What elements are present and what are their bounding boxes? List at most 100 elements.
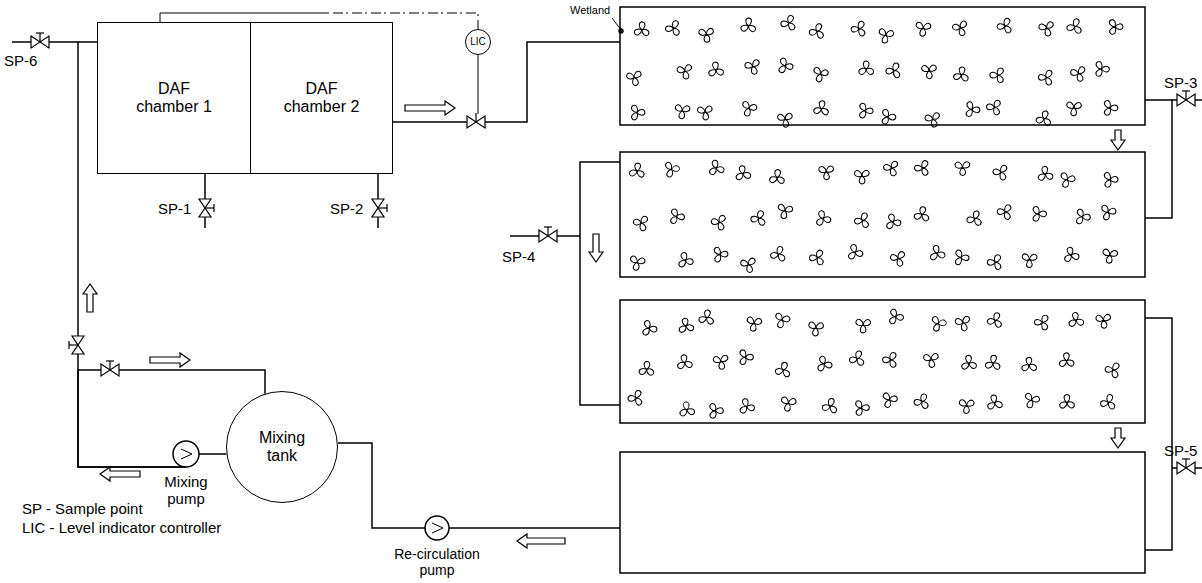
valve — [199, 199, 214, 217]
node-text: DAF chamber 2 — [277, 80, 367, 117]
plant-symbol — [1094, 309, 1115, 331]
plant-symbol — [778, 394, 799, 413]
pump: Mixing pump — [151, 439, 221, 508]
plant-symbol — [773, 360, 794, 380]
plant-symbol — [1056, 350, 1077, 371]
node-text: Mixing tank — [247, 429, 317, 466]
valve — [101, 361, 119, 376]
plant-symbol — [817, 161, 838, 183]
plant-symbol — [625, 70, 643, 86]
plant-symbol — [1056, 392, 1078, 414]
sample-point: SP-2 — [330, 200, 363, 217]
flow-arrow — [100, 467, 140, 481]
plant-symbol — [1018, 355, 1040, 377]
plant-symbol — [1099, 243, 1121, 265]
plant-symbol — [739, 17, 758, 35]
plant-symbol — [856, 58, 876, 79]
flow-arrow — [589, 234, 603, 262]
plant-symbol — [985, 251, 1007, 273]
wetland-cell — [620, 300, 1145, 423]
pipe-connector — [199, 453, 226, 455]
plant-symbol — [927, 313, 949, 334]
plant-symbol — [674, 352, 696, 374]
plant-symbol — [1099, 169, 1121, 190]
plant-symbol — [674, 249, 696, 271]
node-text: Re-circulation pump — [387, 546, 487, 578]
flow-arrow — [517, 534, 565, 548]
plant-symbol — [636, 359, 655, 380]
sample-point: SP-3 — [1164, 74, 1197, 91]
plant-symbol — [963, 100, 981, 120]
plant-symbol — [1056, 168, 1078, 190]
plant-symbol — [732, 163, 754, 185]
plant-symbol — [926, 242, 948, 264]
node-text: DAF chamber 1 — [129, 80, 219, 117]
plant-symbol — [625, 387, 647, 409]
plant-symbol — [848, 19, 870, 40]
plant-symbol — [734, 346, 756, 368]
plant-symbol — [631, 19, 653, 41]
plant-symbol — [705, 157, 727, 179]
plant-symbol — [920, 348, 942, 370]
plant-symbol — [745, 314, 763, 334]
plant-symbol — [819, 396, 841, 418]
plant-symbol — [987, 64, 1009, 86]
plant-symbol — [854, 212, 869, 229]
plant-symbol — [914, 393, 929, 410]
pipe — [1145, 318, 1172, 550]
plant-symbol — [853, 399, 869, 417]
plant-symbol — [952, 248, 970, 267]
plant-symbol — [812, 99, 832, 118]
plant-symbol — [708, 244, 730, 266]
control-valve — [467, 113, 485, 128]
plant-symbol — [805, 316, 827, 338]
flow-arrow — [83, 284, 97, 312]
plant-symbol — [1098, 392, 1119, 413]
valve — [31, 33, 49, 48]
plant-symbol — [631, 212, 653, 234]
flow-arrow — [150, 353, 190, 367]
plant-symbol — [707, 402, 724, 420]
legend-note: SP - Sample point — [22, 500, 143, 517]
plant-symbol — [694, 100, 716, 122]
signal-line — [478, 55, 479, 114]
sample-point: SP-4 — [502, 248, 535, 265]
valve — [1177, 91, 1195, 106]
plant-symbol — [781, 14, 796, 31]
plant-symbol — [1062, 246, 1080, 263]
plant-symbol — [914, 18, 933, 38]
plant-symbol — [737, 396, 757, 417]
pipe-connector — [338, 443, 425, 528]
plant-symbol — [776, 56, 795, 76]
plant-symbol — [877, 26, 895, 45]
pipe — [393, 42, 620, 122]
plant-symbol — [920, 63, 938, 79]
sample-point: SP-5 — [1164, 442, 1197, 459]
wetland-cell — [620, 152, 1145, 277]
valve — [372, 199, 387, 217]
plant-symbol — [679, 402, 696, 417]
plant-symbol — [878, 107, 899, 127]
plant-symbol — [1064, 99, 1083, 117]
node-text: LIC — [470, 36, 486, 48]
leader-line — [612, 18, 621, 30]
plant-symbol — [708, 62, 725, 78]
valve — [1177, 459, 1195, 474]
plant-symbol — [950, 17, 969, 38]
plant-symbol — [994, 16, 1016, 37]
plant-symbol — [770, 245, 786, 263]
callout-label: Wetland — [570, 4, 610, 17]
plant-symbol — [676, 63, 694, 79]
plant-symbol — [912, 205, 930, 224]
plant-symbol — [1036, 66, 1058, 88]
plant-symbol — [883, 60, 905, 82]
mixing-tank: Mixing tank — [226, 391, 338, 503]
plant-symbol — [995, 203, 1016, 222]
plant-symbol — [882, 350, 899, 369]
plant-symbol — [777, 201, 795, 220]
plant-symbol — [1037, 20, 1055, 37]
plant-symbol — [1034, 163, 1055, 185]
plant-symbol — [985, 310, 1007, 331]
node-text: Mixing pump — [151, 473, 221, 508]
plant-symbol — [1065, 310, 1087, 332]
